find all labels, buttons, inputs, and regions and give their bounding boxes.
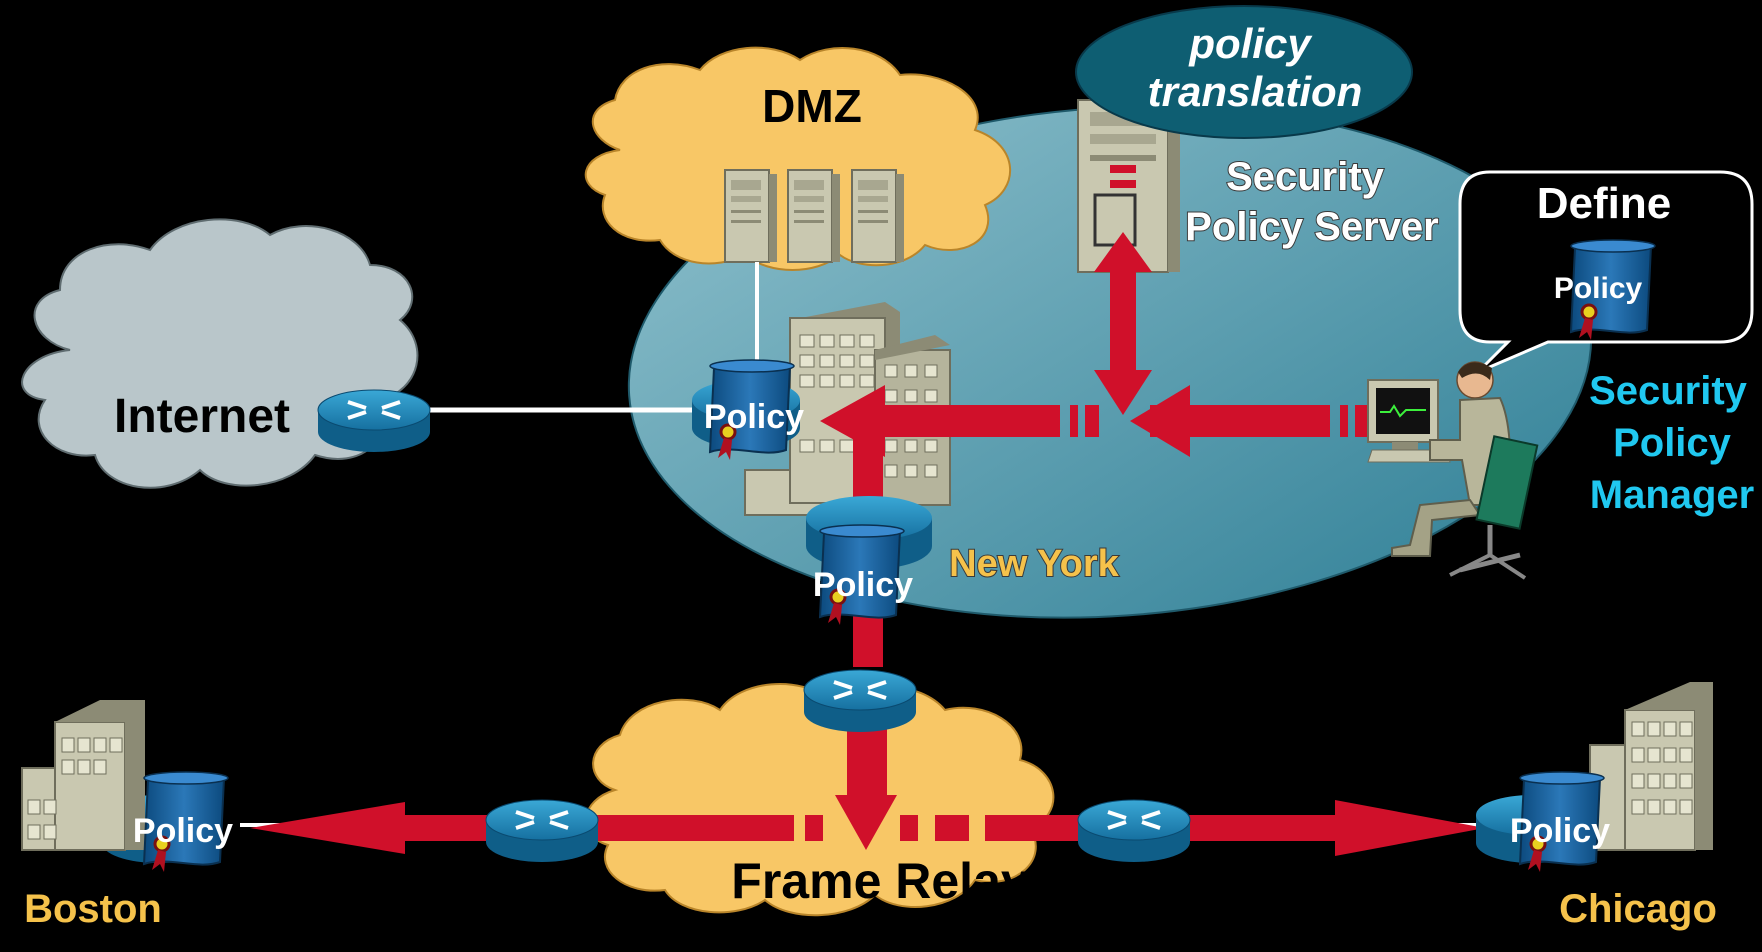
manager-label-line1: Security <box>1589 369 1748 413</box>
policy-server-label-line1: Security <box>1226 155 1385 199</box>
chicago-label: Chicago <box>1559 887 1717 931</box>
policy-translation-bubble <box>1075 5 1413 139</box>
internet-router-icon <box>316 388 432 454</box>
dmz-server-icon <box>851 169 905 263</box>
new-york-label: New York <box>949 543 1120 585</box>
manager-label-line3: Manager <box>1590 473 1755 517</box>
dmz-server-icon <box>787 169 841 263</box>
person-icon <box>1391 361 1539 580</box>
policy-label-new-york-firewall: Policy <box>704 398 804 436</box>
policy-translation-line1: policy <box>1188 20 1313 67</box>
policy-label-define: Policy <box>1554 272 1643 305</box>
boston-building-icon <box>21 700 145 851</box>
define-label: Define <box>1537 179 1671 228</box>
dmz-server-icon <box>724 169 778 263</box>
manager-label-line2: Policy <box>1613 421 1732 465</box>
boston-label: Boston <box>24 887 162 931</box>
policy-label-new-york-router: Policy <box>813 566 913 604</box>
policy-server-label-line2: Policy Server <box>1185 205 1439 249</box>
policy-translation-line2: translation <box>1148 68 1363 115</box>
policy-label-chicago: Policy <box>1510 812 1610 850</box>
chicago-building-icon <box>1589 682 1713 851</box>
frame-relay-label: Frame Relay <box>731 853 1029 909</box>
new-york-wan-router-icon <box>802 668 918 734</box>
dmz-label: DMZ <box>762 80 862 132</box>
internet-label: Internet <box>114 390 290 443</box>
frame-relay-router-left-icon <box>484 798 600 864</box>
policy-label-boston: Policy <box>133 812 233 850</box>
frame-relay-router-right-icon <box>1076 798 1192 864</box>
workstation-icon <box>1367 379 1451 463</box>
